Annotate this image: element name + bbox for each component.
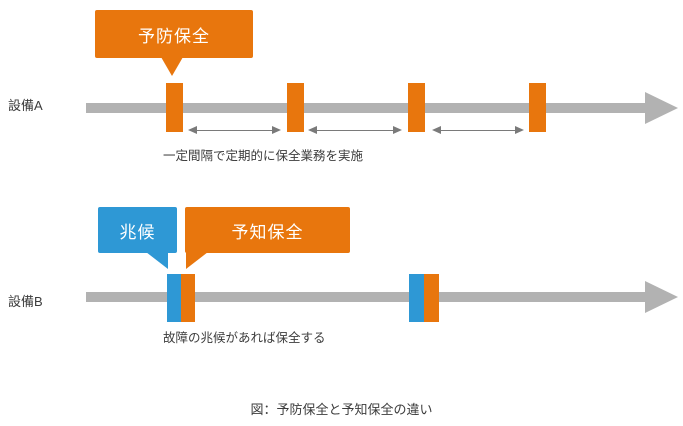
- arrow-right-head-icon: [515, 126, 524, 134]
- timeline-a-arrowhead-icon: [645, 92, 678, 124]
- arrow-left-head-icon: [308, 126, 317, 134]
- arrow-right-head-icon: [393, 126, 402, 134]
- predictive-maintenance-callout: 予知保全: [185, 207, 350, 253]
- maintenance-tick-3: [408, 83, 425, 132]
- equipment-b-label: 設備B: [8, 294, 43, 309]
- combined-tick-2: [409, 274, 439, 322]
- timeline-a-bar: [86, 103, 646, 113]
- interval-arrow-3: [432, 126, 524, 135]
- sign-label: 兆候: [119, 222, 156, 242]
- preventive-maintenance-callout: 予防保全: [95, 10, 253, 58]
- arrow-line: [439, 129, 517, 131]
- predictive-maintenance-label: 予知保全: [231, 222, 304, 242]
- maintenance-half: [181, 274, 195, 322]
- sign-callout-tail-icon: [146, 252, 168, 269]
- callout-tail-down-icon: [161, 57, 183, 76]
- sign-half: [409, 274, 424, 322]
- interval-annotation: 一定間隔で定期的に保全業務を実施: [163, 149, 364, 163]
- interval-arrow-1: [188, 126, 281, 135]
- arrow-left-head-icon: [432, 126, 441, 134]
- maintenance-tick-2: [287, 83, 304, 132]
- sign-annotation: 故障の兆候があれば保全する: [163, 331, 326, 345]
- interval-arrow-2: [308, 126, 402, 135]
- timeline-b-arrowhead-icon: [645, 281, 678, 313]
- figure-caption: 図：予防保全と予知保全の違い: [250, 402, 433, 417]
- timeline-b-bar: [86, 292, 646, 302]
- arrow-line: [195, 129, 274, 131]
- arrow-line: [315, 129, 395, 131]
- maintenance-tick-1: [166, 83, 183, 132]
- arrow-right-head-icon: [272, 126, 281, 134]
- maintenance-half: [424, 274, 439, 322]
- maintenance-tick-4: [529, 83, 546, 132]
- combined-tick-1: [167, 274, 195, 322]
- predictive-callout-tail-icon: [186, 252, 208, 269]
- sign-callout: 兆候: [98, 207, 177, 253]
- arrow-left-head-icon: [188, 126, 197, 134]
- sign-half: [167, 274, 181, 322]
- equipment-a-label: 設備A: [8, 98, 43, 113]
- preventive-maintenance-label: 予防保全: [138, 26, 210, 46]
